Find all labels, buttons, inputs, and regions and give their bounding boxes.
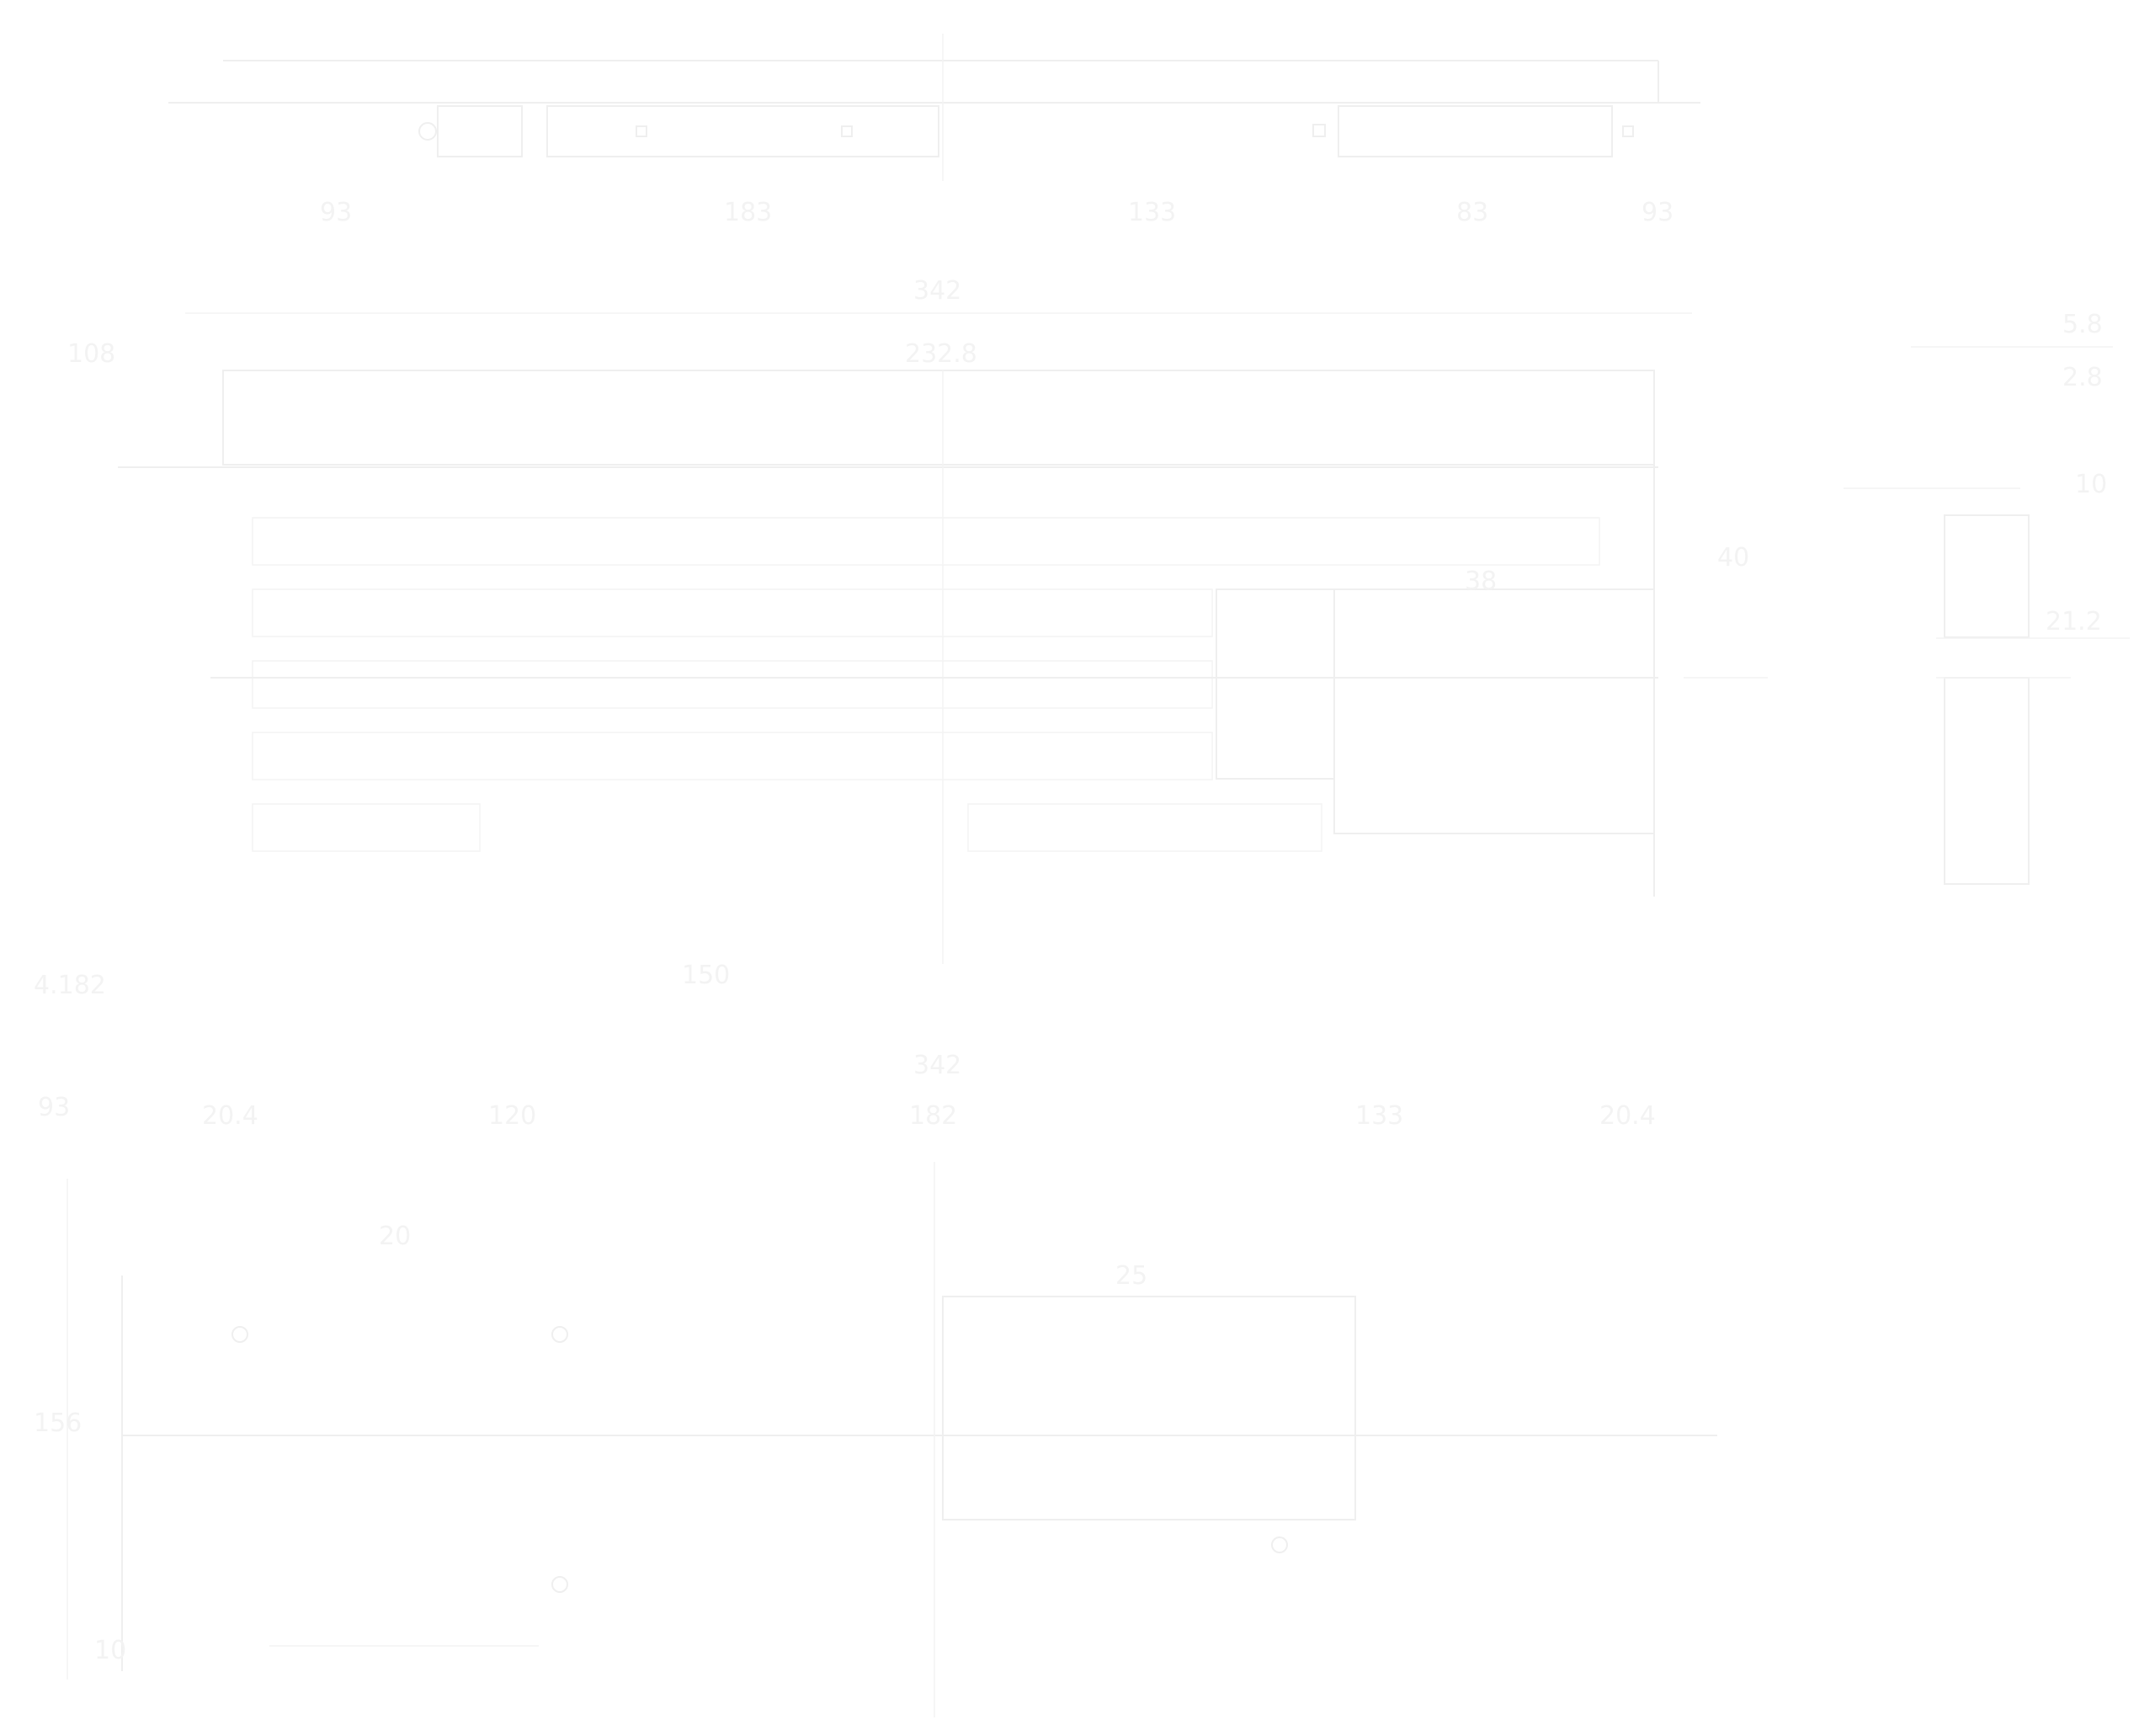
dim-side-40: 40 xyxy=(1717,543,1749,572)
dim-right-b: 2.8 xyxy=(2062,363,2103,392)
dim-bottom-10: 10 xyxy=(94,1636,126,1665)
dim-top-1: 93 xyxy=(320,198,352,227)
dim-right-a: 5.8 xyxy=(2062,310,2103,339)
dim-bottom-side: 156 xyxy=(34,1409,82,1438)
dim-bottom-1: 20.4 xyxy=(202,1101,258,1131)
dim-bottom-left: 93 xyxy=(38,1093,70,1122)
dim-top-2: 183 xyxy=(724,198,772,227)
dim-bottom-inner-2: 25 xyxy=(1115,1261,1147,1291)
dim-left: 108 xyxy=(67,339,115,369)
front-view: 342 232.8 108 40 38 4.182 150 xyxy=(34,276,1768,1000)
dim-right-d: 21.2 xyxy=(2046,607,2102,636)
dim-bottom-inner-1: 20 xyxy=(379,1222,411,1251)
dim-bottom-4: 133 xyxy=(1355,1101,1403,1131)
dim-top-5: 93 xyxy=(1642,198,1673,227)
dim-overall: 342 xyxy=(913,276,961,306)
dim-left-margin: 4.182 xyxy=(34,971,106,1000)
dim-bottom-2: 120 xyxy=(488,1101,536,1131)
side-view: 5.8 2.8 10 21.2 xyxy=(1844,310,2130,885)
dim-bottom-overall: 342 xyxy=(913,1051,961,1080)
dim-inner: 232.8 xyxy=(905,339,977,369)
dim-side-38: 38 xyxy=(1465,567,1497,596)
plan-view: 342 93 20.4 120 182 133 20.4 20 25 156 1… xyxy=(34,1051,1717,1717)
dim-bottom-5: 20.4 xyxy=(1599,1101,1656,1131)
dim-top-3: 133 xyxy=(1128,198,1176,227)
dim-center-150: 150 xyxy=(682,961,730,990)
dim-right-c: 10 xyxy=(2075,470,2107,499)
top-view: 93 183 133 83 93 xyxy=(168,34,1700,227)
dim-top-4: 83 xyxy=(1456,198,1488,227)
dim-bottom-3: 182 xyxy=(909,1101,957,1131)
